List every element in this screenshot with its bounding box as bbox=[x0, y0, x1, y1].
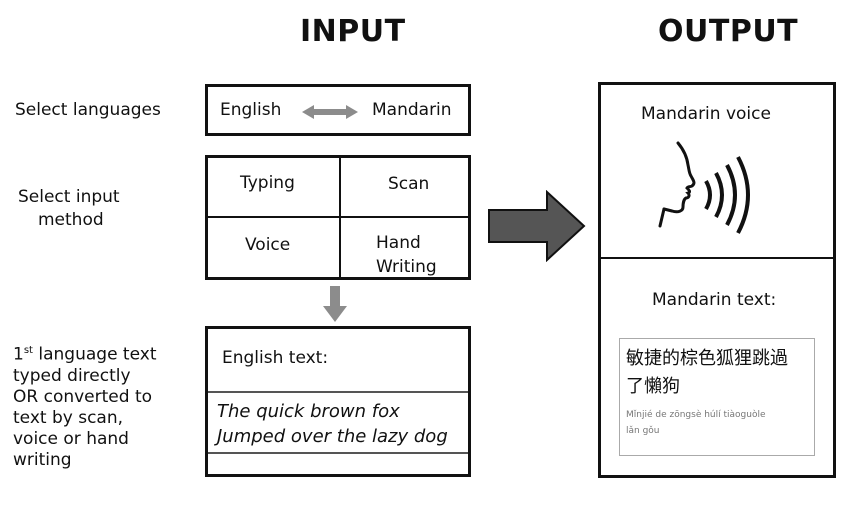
mandarin-text-field[interactable]: 敏捷的棕色狐狸跳過 了懶狗 Mǐnjié de zōngsè húlí tiào… bbox=[619, 338, 815, 456]
grid-horizontal-divider bbox=[208, 216, 468, 218]
note-line-2: typed directly bbox=[13, 365, 131, 386]
mandarin-text-label: Mandarin text: bbox=[652, 290, 777, 310]
input-method-grid: Typing Scan Voice Hand Writing bbox=[205, 155, 471, 280]
note-line-1: language text bbox=[38, 344, 157, 365]
right-arrow-icon bbox=[488, 190, 586, 262]
bidirectional-arrow-icon bbox=[302, 105, 358, 119]
note-line-5: voice or hand bbox=[13, 428, 129, 449]
method-hand-line1: Hand bbox=[376, 233, 421, 253]
note-prefix: 1 bbox=[13, 344, 24, 365]
mandarin-voice-label: Mandarin voice bbox=[641, 104, 771, 124]
select-input-label-line2: method bbox=[38, 210, 104, 230]
note-line-6: writing bbox=[13, 449, 72, 470]
note-sup: st bbox=[23, 345, 33, 356]
note-line-3: OR converted to bbox=[13, 386, 153, 407]
method-hand-line2: Writing bbox=[376, 257, 437, 277]
output-divider bbox=[601, 257, 833, 259]
source-language[interactable]: English bbox=[220, 100, 282, 120]
chinese-line2: 了懶狗 bbox=[626, 376, 680, 397]
method-scan[interactable]: Scan bbox=[388, 174, 430, 194]
method-typing[interactable]: Typing bbox=[240, 173, 295, 193]
output-heading: OUTPUT bbox=[658, 14, 799, 49]
select-languages-label: Select languages bbox=[15, 100, 161, 120]
english-text-label: English text: bbox=[222, 348, 329, 368]
english-text-field[interactable]: The quick brown fox Jumped over the lazy… bbox=[217, 399, 448, 449]
english-line2: Jumped over the lazy dog bbox=[217, 426, 448, 447]
chinese-line1: 敏捷的棕色狐狸跳過 bbox=[626, 348, 788, 369]
english-text-divider-bottom bbox=[208, 452, 468, 454]
pinyin-line2: lǎn gǒu bbox=[626, 426, 660, 436]
speaking-head-icon bbox=[658, 141, 750, 234]
select-input-label: Select input bbox=[18, 187, 120, 207]
note-line-4: text by scan, bbox=[13, 407, 124, 428]
english-line1: The quick brown fox bbox=[217, 401, 400, 422]
target-language[interactable]: Mandarin bbox=[372, 100, 452, 120]
down-arrow-icon bbox=[323, 286, 347, 322]
english-text-divider-top bbox=[208, 391, 468, 393]
input-heading: INPUT bbox=[300, 14, 406, 49]
input-note: 1st language text typed directly OR conv… bbox=[13, 340, 193, 471]
language-select-box[interactable]: English Mandarin bbox=[205, 84, 471, 136]
method-handwriting[interactable]: Hand Writing bbox=[376, 231, 437, 279]
pinyin-line1: Mǐnjié de zōngsè húlí tiàoguòle bbox=[626, 410, 766, 420]
method-voice[interactable]: Voice bbox=[245, 235, 291, 255]
output-box: Mandarin voice Mandarin text: 敏捷的棕色狐狸跳過 … bbox=[598, 82, 836, 478]
english-text-box: English text: The quick brown fox Jumped… bbox=[205, 326, 471, 477]
